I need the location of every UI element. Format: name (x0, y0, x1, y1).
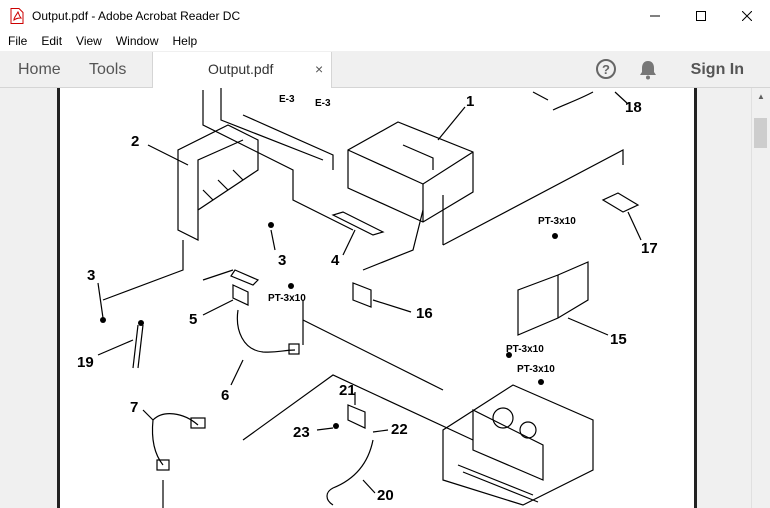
menu-edit[interactable]: Edit (41, 34, 63, 48)
bell-icon[interactable] (638, 59, 658, 81)
part-label-20: 20 (377, 487, 394, 504)
menu-window[interactable]: Window (115, 34, 159, 48)
scroll-thumb[interactable] (754, 118, 767, 148)
minimize-icon (650, 15, 660, 16)
sign-in-button[interactable]: Sign In (690, 61, 744, 78)
part-label-7: 7 (130, 399, 138, 416)
part-label-3b: 3 (87, 267, 95, 284)
screw-label-pt-d: PT-3x10 (517, 364, 555, 375)
screw-label-e3a: E-3 (279, 94, 295, 105)
part-label-22: 22 (391, 421, 408, 438)
window-title: Output.pdf - Adobe Acrobat Reader DC (32, 8, 241, 23)
document-viewport[interactable]: 1 2 3 3 4 5 6 7 15 16 17 18 19 20 21 22 … (0, 88, 751, 508)
exploded-parts-diagram: 1 2 3 3 4 5 6 7 15 16 17 18 19 20 21 22 … (77, 88, 658, 508)
screw-label-e3b: E-3 (315, 98, 331, 109)
part-label-1: 1 (466, 93, 474, 110)
document-tab-label: Output.pdf (208, 61, 274, 77)
maximize-button[interactable] (678, 0, 724, 31)
screw-label-pt-b: PT-3x10 (538, 216, 576, 227)
part-label-23: 23 (293, 424, 310, 441)
maximize-icon (696, 10, 706, 21)
scroll-up-arrow-icon[interactable]: ▲ (757, 92, 765, 101)
pdf-file-icon (10, 7, 24, 24)
part-label-2: 2 (131, 133, 139, 150)
menu-bar: File Edit View Window Help (0, 31, 770, 51)
part-label-5: 5 (189, 311, 197, 328)
part-label-18: 18 (625, 99, 642, 116)
part-label-17: 17 (641, 240, 658, 257)
part-label-3a: 3 (278, 252, 286, 269)
part-label-4: 4 (331, 252, 340, 269)
tab-home[interactable]: Home (18, 61, 61, 78)
part-label-19: 19 (77, 354, 94, 371)
part-label-15: 15 (610, 331, 627, 348)
part-label-6: 6 (221, 387, 229, 404)
screw-label-pt-c: PT-3x10 (506, 344, 544, 355)
menu-help[interactable]: Help (172, 34, 198, 48)
part-label-16: 16 (416, 305, 433, 322)
close-icon (742, 10, 752, 21)
help-icon[interactable]: ? (596, 59, 616, 79)
title-bar: Output.pdf - Adobe Acrobat Reader DC (0, 0, 770, 31)
minimize-button[interactable] (632, 0, 678, 31)
vertical-scrollbar[interactable]: ▲ (751, 88, 770, 508)
close-tab-button[interactable]: × (315, 61, 324, 77)
part-label-21: 21 (339, 382, 356, 399)
screw-label-pt-a: PT-3x10 (268, 293, 306, 304)
pdf-page: 1 2 3 3 4 5 6 7 15 16 17 18 19 20 21 22 … (57, 88, 697, 508)
close-window-button[interactable] (724, 0, 770, 31)
tab-bar: Home Tools Output.pdf × ? Sign In (0, 51, 770, 88)
menu-file[interactable]: File (8, 34, 28, 48)
tab-document[interactable]: Output.pdf × (152, 52, 332, 88)
tab-tools[interactable]: Tools (89, 61, 127, 78)
menu-view[interactable]: View (76, 34, 102, 48)
